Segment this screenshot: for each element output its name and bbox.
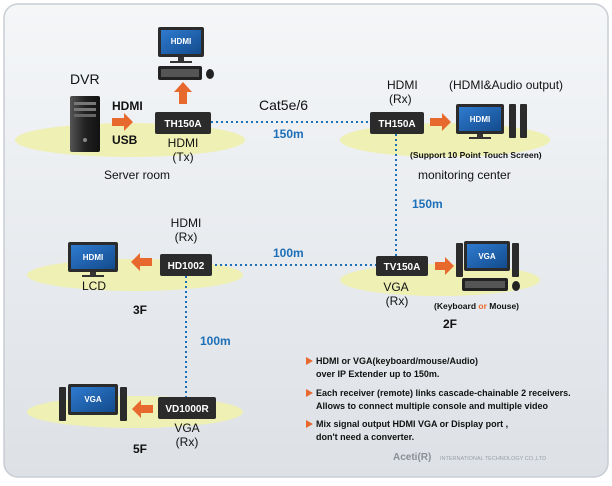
monitor-icon — [456, 104, 504, 139]
signal-arrows — [112, 82, 454, 418]
floor5-device-box — [158, 397, 216, 419]
floor2-device-box — [376, 256, 428, 276]
usb-input-label: USB — [112, 133, 138, 147]
touch-screen-note: (Support 10 Point Touch Screen) — [410, 150, 542, 160]
speaker-icon — [59, 387, 127, 421]
distance-2f-3f: 100m — [273, 246, 304, 260]
keyboard-icon — [462, 278, 508, 291]
monitoring-screen-label: HDMI — [470, 115, 490, 124]
monitoring-device-label: TH150A — [378, 119, 415, 130]
monitor-icon — [158, 27, 204, 63]
monitor-icon — [68, 384, 118, 415]
company-name: INTERNATIONAL TECHNOLOGY CO.,LTD — [440, 456, 546, 462]
monitoring-output-note: (HDMI&Audio output) — [449, 78, 563, 92]
arrow-icon — [112, 113, 133, 131]
floor3-device-box — [160, 254, 212, 276]
server-screen-label: HDMI — [171, 37, 191, 46]
monitoring-room-label: monitoring center — [418, 168, 511, 182]
bullet-1-line-2: over IP Extender up to 150m. — [316, 369, 439, 379]
floor2-screen-label: VGA — [478, 252, 496, 261]
tx-port-label: HDMI — [168, 136, 199, 150]
floor5-device-label: VD1000R — [165, 404, 209, 415]
mouse-icon — [512, 281, 520, 291]
brand-logo-text: Aceti(R) — [393, 452, 431, 463]
distance-3f-5f: 100m — [200, 334, 231, 348]
monitoring-mode-label: (Rx) — [389, 92, 412, 106]
lcd-label: LCD — [82, 279, 106, 293]
dvr-label: DVR — [70, 71, 100, 87]
floor2-label: 2F — [443, 317, 457, 331]
mouse-icon — [206, 69, 214, 79]
keyboard-icon — [158, 66, 202, 80]
cable-label: Cat5e/6 — [259, 97, 308, 113]
floor5-screen-label: VGA — [84, 395, 102, 404]
server-room-label: Server room — [104, 168, 170, 182]
floor2-device-label: TV150A — [384, 262, 421, 273]
keyboard-mouse-note: (Keyboard or Mouse) — [434, 301, 519, 311]
tower-pc-icon — [70, 96, 100, 152]
tx-device-label: TH150A — [164, 119, 201, 130]
monitoring-port-label: HDMI — [387, 78, 418, 92]
bullet-arrow-icon — [306, 357, 313, 365]
arrow-icon — [430, 113, 451, 131]
arrow-icon — [132, 400, 153, 418]
hdmi-input-label: HDMI — [112, 99, 143, 113]
floor3-label: 3F — [133, 303, 147, 317]
floor5-label: 5F — [133, 442, 147, 456]
bullet-3-line-2: don't need a converter. — [316, 432, 414, 442]
monitor-icon — [68, 242, 118, 277]
floor2-mode-label: (Rx) — [386, 294, 409, 308]
floor2-port-label: VGA — [383, 280, 408, 294]
tx-mode-label: (Tx) — [172, 150, 193, 164]
distance-mc-2f: 150m — [412, 197, 443, 211]
bullet-3-line-1: Mix signal output HDMI VGA or Display po… — [316, 419, 508, 429]
bullet-2-line-2: Allows to connect multiple console and m… — [316, 401, 549, 411]
arrow-icon — [174, 82, 192, 104]
floor3-device-label: HD1002 — [168, 261, 205, 272]
speaker-icon — [456, 243, 519, 277]
floor5-mode-label: (Rx) — [176, 435, 199, 449]
speaker-icon — [509, 104, 527, 138]
distance-tx-mc: 150m — [273, 127, 304, 141]
monitoring-device-box — [370, 112, 424, 134]
floor3-screen-label: HDMI — [83, 253, 103, 262]
floor3-port-label: HDMI — [171, 216, 202, 230]
bullet-arrow-icon — [306, 389, 313, 397]
bullet-2-line-1: Each receiver (remote) links cascade-cha… — [316, 388, 571, 398]
bullet-arrow-icon — [306, 420, 313, 428]
arrow-icon — [131, 253, 152, 271]
feature-bullets: HDMI or VGA(keyboard/mouse/Audio) over I… — [306, 356, 571, 442]
tx-device-box — [155, 112, 211, 134]
floor3-mode-label: (Rx) — [175, 230, 198, 244]
floor5-port-label: VGA — [174, 421, 199, 435]
bullet-1-line-1: HDMI or VGA(keyboard/mouse/Audio) — [316, 356, 478, 366]
arrow-icon — [435, 257, 454, 275]
cat5-cables — [185, 121, 397, 398]
monitor-icon — [464, 241, 510, 271]
